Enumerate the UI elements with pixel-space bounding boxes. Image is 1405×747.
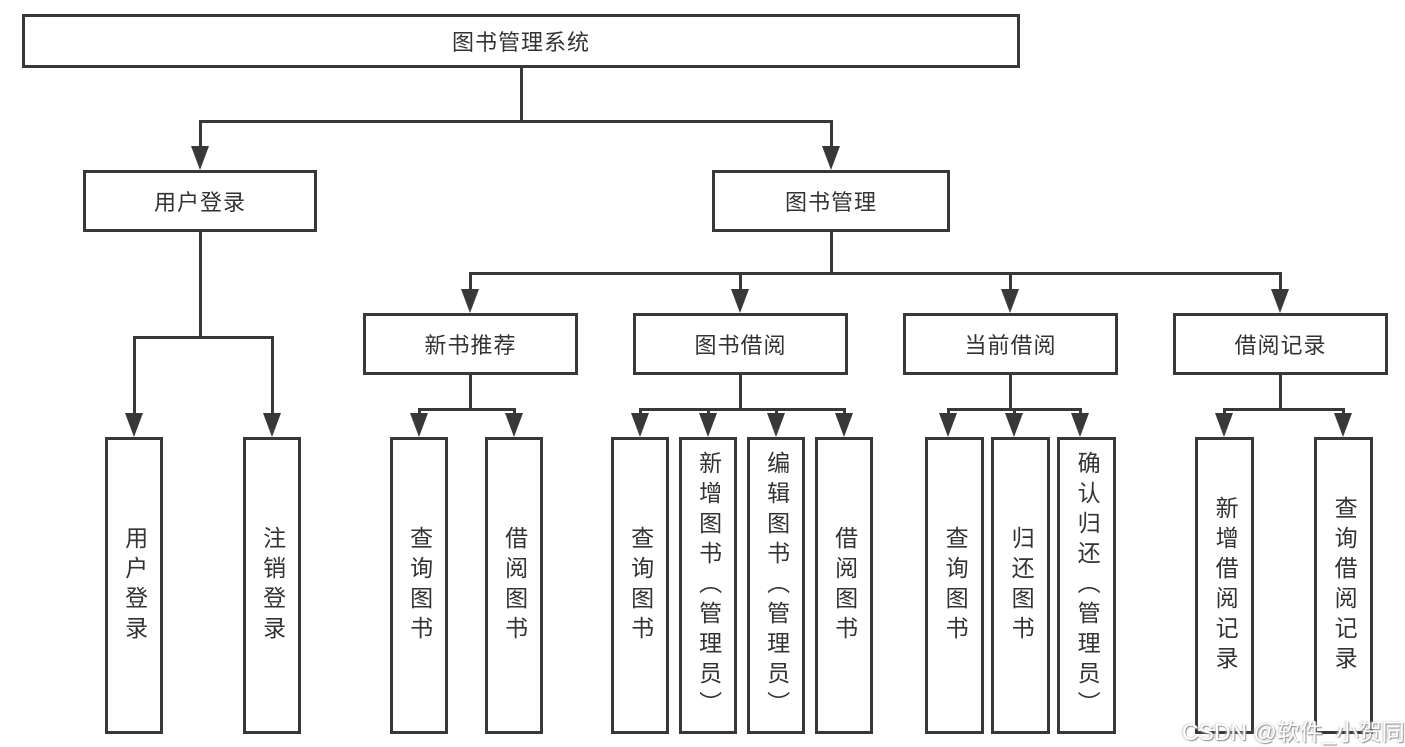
connector-line bbox=[1341, 408, 1345, 415]
leaf-add-books-admin: 新增图书（管理员） bbox=[679, 437, 737, 734]
connector-line bbox=[198, 120, 202, 148]
arrow-down-icon bbox=[822, 146, 840, 170]
arrow-down-icon bbox=[699, 413, 717, 437]
leaf-query-borrow-record: 查询借阅记录 bbox=[1314, 437, 1373, 734]
arrow-down-icon bbox=[125, 413, 143, 437]
connector-line bbox=[468, 272, 1282, 275]
connector-line bbox=[706, 408, 710, 415]
node-root-label: 图书管理系统 bbox=[451, 30, 590, 55]
arrow-down-icon bbox=[191, 146, 209, 170]
connector-line bbox=[1222, 408, 1226, 415]
leaf-current-query-books-label: 查询图书 bbox=[942, 525, 969, 646]
arrow-down-icon bbox=[835, 413, 853, 437]
arrow-down-icon bbox=[1001, 289, 1019, 313]
leaf-current-query-books: 查询图书 bbox=[925, 437, 984, 734]
node-current-borrow: 当前借阅 bbox=[903, 313, 1118, 375]
connector-line bbox=[512, 408, 516, 415]
connector-line bbox=[1278, 375, 1282, 409]
connector-line bbox=[132, 336, 274, 339]
connector-line bbox=[417, 408, 421, 415]
leaf-borrow-query-books: 查询图书 bbox=[611, 437, 669, 734]
node-root: 图书管理系统 bbox=[22, 14, 1020, 68]
connector-line bbox=[738, 272, 742, 291]
leaf-borrow-books-label: 借阅图书 bbox=[831, 525, 858, 646]
leaf-user-login: 用户登录 bbox=[105, 437, 163, 734]
node-book-management-label: 图书管理 bbox=[784, 190, 877, 215]
connector-line bbox=[1008, 272, 1012, 291]
connector-line bbox=[1008, 375, 1012, 409]
arrow-down-icon bbox=[1005, 413, 1023, 437]
arrow-down-icon bbox=[461, 289, 479, 313]
connector-line bbox=[468, 272, 472, 291]
leaf-confirm-return-admin: 确认归还（管理员） bbox=[1057, 437, 1116, 734]
leaf-add-borrow-record: 新增借阅记录 bbox=[1195, 437, 1254, 734]
node-new-book-recommend-label: 新书推荐 bbox=[424, 333, 517, 358]
arrow-down-icon bbox=[767, 413, 785, 437]
connector-line bbox=[829, 120, 833, 148]
leaf-add-borrow-record-label: 新增借阅记录 bbox=[1212, 495, 1239, 676]
arrow-down-icon bbox=[505, 413, 523, 437]
connector-line bbox=[198, 120, 833, 123]
arrow-down-icon bbox=[263, 413, 281, 437]
connector-line bbox=[829, 232, 833, 273]
connector-line bbox=[132, 336, 136, 415]
node-borrow-record-label: 借阅记录 bbox=[1234, 333, 1327, 358]
connector-line bbox=[1278, 272, 1282, 291]
node-user-login-label: 用户登录 bbox=[153, 190, 246, 215]
connector-line bbox=[270, 336, 274, 415]
arrow-down-icon bbox=[1215, 413, 1233, 437]
connector-line bbox=[842, 408, 846, 415]
connector-line bbox=[1222, 408, 1345, 411]
node-borrow-record: 借阅记录 bbox=[1173, 313, 1388, 375]
node-book-borrow: 图书借阅 bbox=[633, 313, 848, 375]
leaf-logout-label: 注销登录 bbox=[259, 525, 286, 646]
arrow-down-icon bbox=[939, 413, 957, 437]
connector-line bbox=[1012, 408, 1016, 415]
leaf-query-borrow-record-label: 查询借阅记录 bbox=[1331, 495, 1358, 676]
leaf-return-books: 归还图书 bbox=[991, 437, 1050, 734]
leaf-return-books-label: 归还图书 bbox=[1008, 525, 1035, 646]
arrow-down-icon bbox=[731, 289, 749, 313]
leaf-recommend-borrow-books: 借阅图书 bbox=[485, 437, 543, 734]
connector-line bbox=[198, 232, 202, 337]
leaf-logout: 注销登录 bbox=[243, 437, 301, 734]
connector-line bbox=[946, 408, 950, 415]
connector-line bbox=[1078, 408, 1082, 415]
arrow-down-icon bbox=[631, 413, 649, 437]
leaf-edit-books-admin-label: 编辑图书（管理员） bbox=[763, 450, 790, 721]
connector-line bbox=[417, 408, 516, 411]
leaf-borrow-query-books-label: 查询图书 bbox=[627, 525, 654, 646]
arrow-down-icon bbox=[410, 413, 428, 437]
leaf-recommend-borrow-books-label: 借阅图书 bbox=[501, 525, 528, 646]
watermark: CSDN @软件_小贺同学 bbox=[1182, 719, 1405, 745]
connector-line bbox=[638, 408, 846, 411]
node-book-borrow-label: 图书借阅 bbox=[694, 333, 787, 358]
leaf-recommend-query-books: 查询图书 bbox=[390, 437, 448, 734]
node-book-management: 图书管理 bbox=[712, 170, 950, 232]
node-current-borrow-label: 当前借阅 bbox=[964, 333, 1057, 358]
leaf-borrow-books: 借阅图书 bbox=[815, 437, 873, 734]
connector-line bbox=[738, 375, 742, 409]
node-new-book-recommend: 新书推荐 bbox=[363, 313, 578, 375]
leaf-add-books-admin-label: 新增图书（管理员） bbox=[695, 450, 722, 721]
arrow-down-icon bbox=[1071, 413, 1089, 437]
leaf-edit-books-admin: 编辑图书（管理员） bbox=[747, 437, 805, 734]
connector-line bbox=[468, 375, 472, 409]
leaf-confirm-return-admin-label: 确认归还（管理员） bbox=[1074, 450, 1101, 721]
node-user-login: 用户登录 bbox=[83, 170, 317, 232]
leaf-user-login-label: 用户登录 bbox=[121, 525, 148, 646]
arrow-down-icon bbox=[1271, 289, 1289, 313]
connector-line bbox=[774, 408, 778, 415]
leaf-recommend-query-books-label: 查询图书 bbox=[406, 525, 433, 646]
arrow-down-icon bbox=[1334, 413, 1352, 437]
connector-line bbox=[519, 68, 523, 121]
connector-line bbox=[638, 408, 642, 415]
